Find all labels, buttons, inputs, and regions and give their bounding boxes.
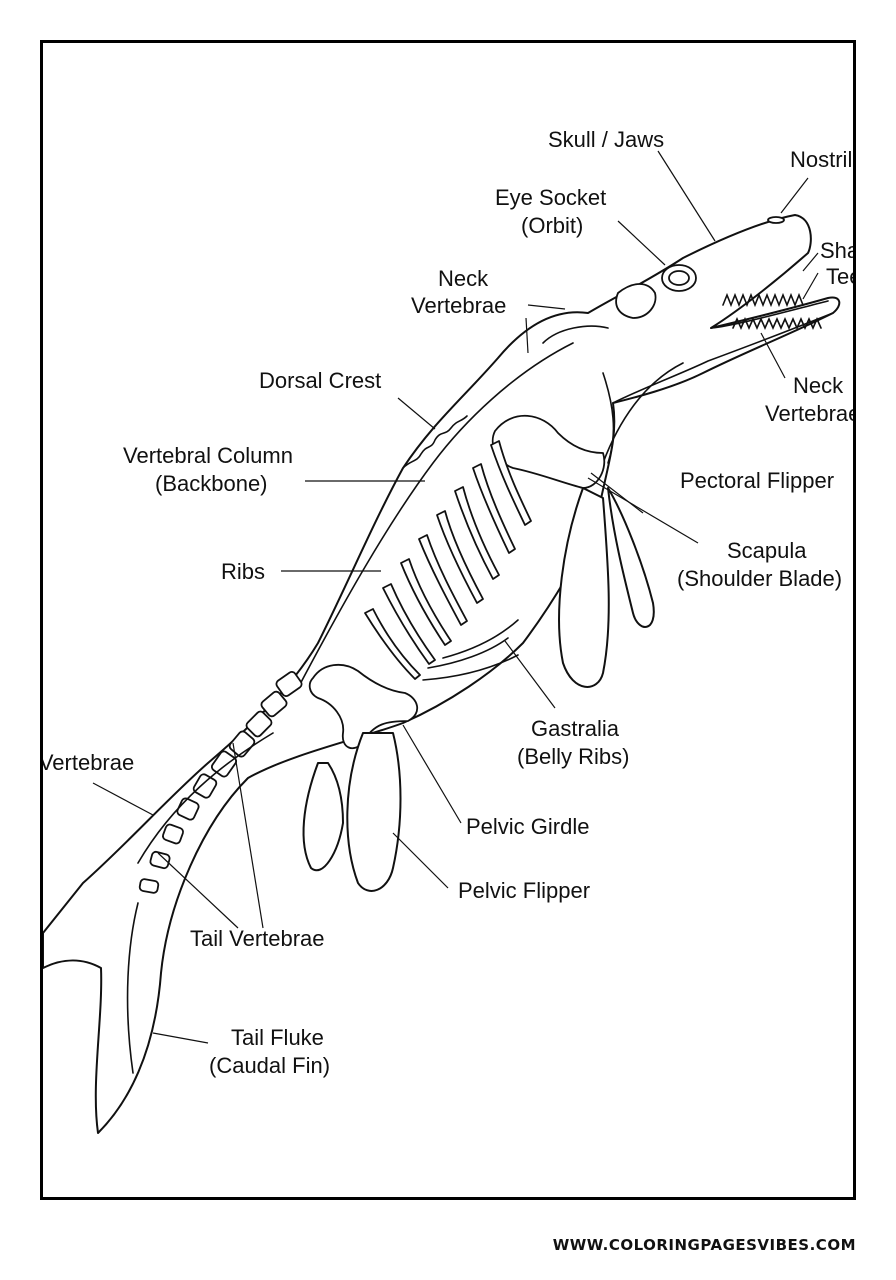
label-ribs: Ribs [221, 559, 265, 584]
ribs-group [364, 440, 532, 680]
label-neck-vertebrae-right-1: Neck [793, 373, 844, 398]
leader-lines [92, 150, 819, 1044]
pelvic-girdle-bone [308, 663, 418, 750]
label-sharp-teeth-1: Sharp [820, 238, 856, 263]
label-pelvic-flipper: Pelvic Flipper [458, 878, 590, 903]
nostril [767, 216, 785, 224]
label-neck-vertebrae-top-2: Vertebrae [411, 293, 506, 318]
label-gastralia-2: (Belly Ribs) [517, 744, 629, 769]
pelvic-flipper-rear [302, 762, 344, 872]
dorsal-crest [402, 415, 468, 469]
label-sharp-teeth-2: Teeth [826, 264, 856, 289]
label-dorsal-crest: Dorsal Crest [259, 368, 381, 393]
jaw-line [612, 312, 834, 404]
label-skull: Skull / Jaws [548, 127, 664, 152]
label-tail-fluke-2: (Caudal Fin) [209, 1053, 330, 1078]
backbone [297, 342, 574, 689]
neck-bone-2 [602, 372, 615, 464]
pectoral-flipper [558, 487, 610, 688]
body-outline [43, 214, 841, 1134]
label-tail-fluke-1: Tail Fluke [231, 1025, 324, 1050]
labels: Skull / Jaws Nostril Eye Socket (Orbit) … [43, 127, 856, 1078]
lower-teeth [732, 317, 822, 330]
label-scapula-1: Scapula [727, 538, 807, 563]
mosasaur-skeleton-diagram: Skull / Jaws Nostril Eye Socket (Orbit) … [43, 127, 856, 1134]
scapula-bone [491, 414, 606, 489]
gastralia-lines [422, 619, 519, 681]
site-footer: WWW.COLORINGPAGESVIBES.COM [552, 1236, 856, 1254]
pelvic-flipper [346, 732, 402, 892]
label-eye-socket-2: (Orbit) [521, 213, 583, 238]
label-nostril: Nostril [790, 147, 852, 172]
tail-vertebrae-group [138, 670, 303, 894]
label-tail-vertebrae: Tail Vertebrae [190, 926, 325, 951]
label-gastralia-1: Gastralia [531, 716, 620, 741]
throat-line [602, 362, 684, 464]
tail-spine-line [126, 902, 139, 1074]
mouth-line [710, 300, 829, 329]
pectoral-flipper-rear [607, 487, 655, 628]
label-eye-socket-1: Eye Socket [495, 185, 606, 210]
diagram-frame: Skull / Jaws Nostril Eye Socket (Orbit) … [40, 40, 856, 1200]
label-pectoral-flipper: Pectoral Flipper [680, 468, 834, 493]
label-scapula-2: (Shoulder Blade) [677, 566, 842, 591]
skull-plate [615, 283, 657, 319]
label-neck-vertebrae-top-1: Neck [438, 266, 489, 291]
label-vertebral-column-2: (Backbone) [155, 471, 268, 496]
eye-socket-inner [668, 270, 690, 286]
label-pelvic-girdle: Pelvic Girdle [466, 814, 589, 839]
label-caudal-vertebrae: Caudal Vertebrae [43, 750, 134, 775]
neck-bone [542, 325, 609, 344]
tail-edge-line [137, 732, 274, 864]
label-vertebral-column-1: Vertebral Column [123, 443, 293, 468]
label-neck-vertebrae-right-2: Vertebrae [765, 401, 856, 426]
upper-teeth [722, 292, 804, 308]
